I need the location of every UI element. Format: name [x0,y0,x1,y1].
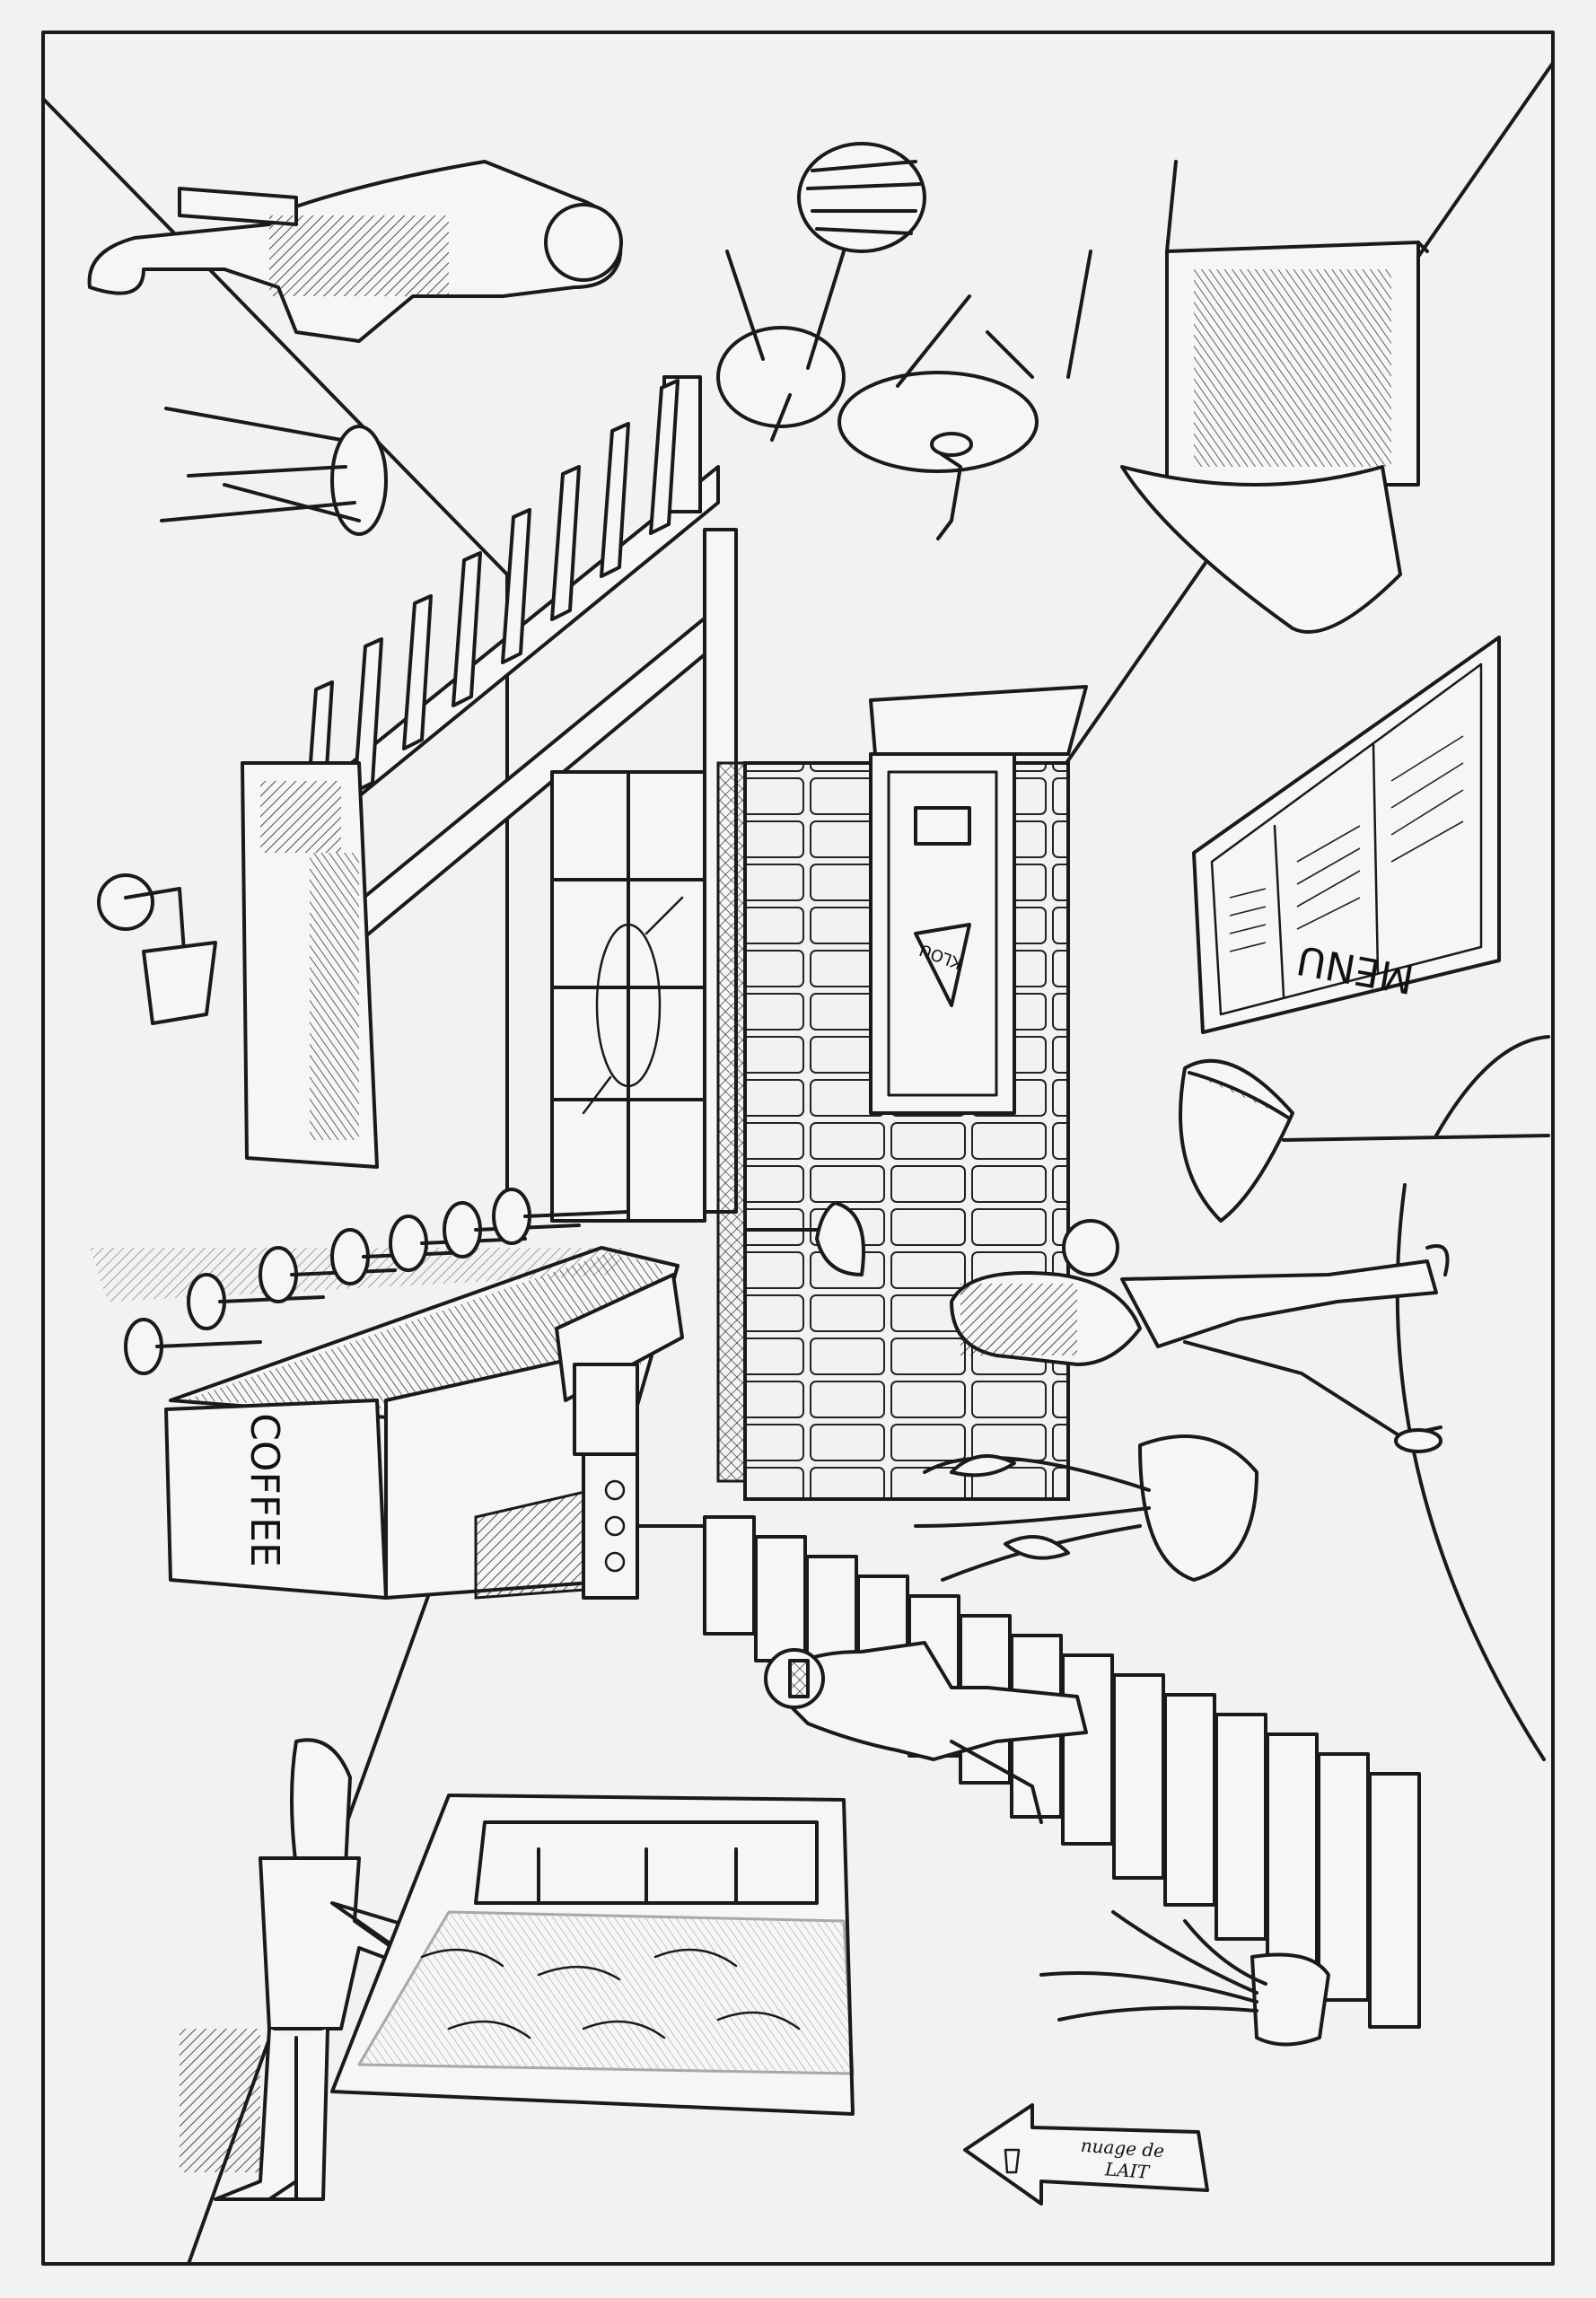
ceiling-stool [160,407,388,536]
bar-stool [124,1318,262,1375]
door-cup-sign: KLOU [914,923,971,1007]
bakery-display [330,1794,855,2116]
lower-stair-step [1112,1673,1165,1880]
stair-step [649,379,680,535]
stair-step [501,508,531,664]
bar-stools [124,1188,630,1375]
back-window [550,770,706,1223]
espresso-machine [555,1273,684,1600]
walking-person [950,1219,1450,1453]
standing-woman [180,1738,433,2201]
stair-step [353,637,383,794]
left-wall-niche [241,761,379,1169]
drawing-frame [41,31,1555,2266]
floor-plant [1039,1910,1330,2047]
ceiling-table-left [716,142,926,442]
arrow-sign-line2: LAIT [1103,2158,1151,2183]
stair-step [550,465,581,621]
lower-stair-step [1317,1752,1370,2002]
ceiling-person [87,160,623,343]
lower-stair-step [703,1515,756,1636]
arrow-sign: nuage de LAIT [963,2103,1209,2206]
lower-stair-step [1061,1653,1114,1846]
coffee-bar: COFFEE [90,1246,680,1600]
lower-stair-step [1163,1693,1216,1907]
menu-board: MENU [1192,636,1501,1034]
stair-step [402,594,433,750]
wall-lamp [97,873,217,1025]
wall-plant [914,1434,1258,1582]
bar-stool [492,1188,630,1245]
coffee-sign: COFFEE [241,1413,287,1567]
pendant-lamp [743,1201,865,1276]
stair-person [764,1641,1088,1824]
ceiling-chair [1120,160,1429,634]
stair-step [452,551,482,707]
lower-stair-step [754,1535,807,1662]
bar-stool [389,1215,527,1272]
lower-stair-step [1368,1772,1421,2029]
floor-lamp [1179,1035,1550,1761]
lower-stair-step [1215,1713,1267,1941]
stair-step [600,422,630,578]
upper-staircase-steps [303,379,680,837]
ceiling-table-right [837,250,1092,540]
lower-stair-step [1266,1732,1319,1968]
